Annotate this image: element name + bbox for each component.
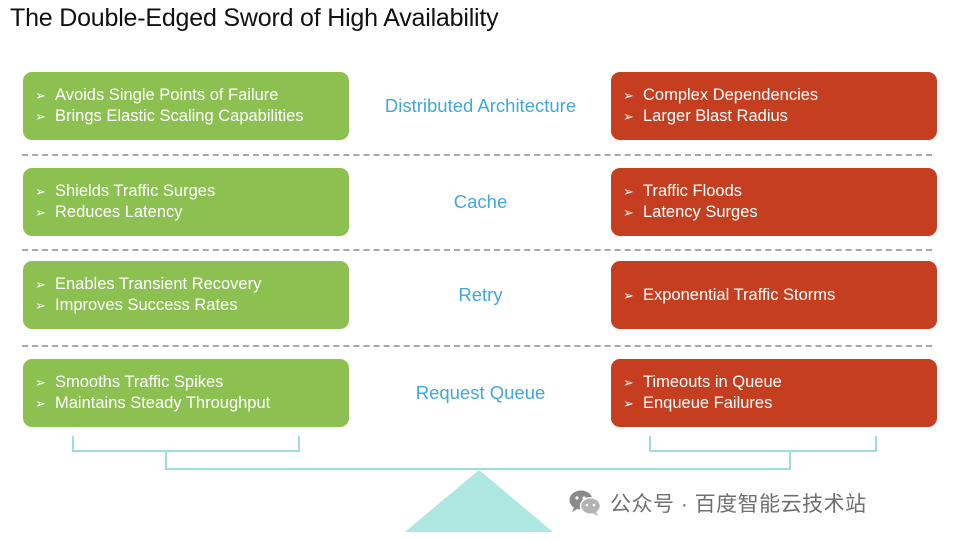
row-label: Cache [453,191,508,212]
cons-box: ➢Complex Dependencies ➢Larger Blast Radi… [611,72,937,140]
pro-item: ➢Improves Success Rates [35,296,238,314]
arrow-bullet-icon: ➢ [35,277,46,292]
arrow-bullet-icon: ➢ [35,298,46,313]
arrow-bullet-icon: ➢ [623,205,634,220]
pro-item: ➢Shields Traffic Surges [35,182,216,200]
con-item: ➢Enqueue Failures [623,394,773,412]
pro-item: ➢Smooths Traffic Spikes [35,373,224,391]
con-item: ➢Latency Surges [623,203,758,221]
arrow-bullet-icon: ➢ [35,375,46,390]
arrow-bullet-icon: ➢ [623,375,634,390]
row-label: Distributed Architecture [384,95,577,116]
arrow-bullet-icon: ➢ [623,396,634,411]
con-item: ➢Complex Dependencies [623,86,819,104]
diagram-title: The Double-Edged Sword of High Availabil… [10,4,499,32]
arrow-bullet-icon: ➢ [35,184,46,199]
arrow-bullet-icon: ➢ [623,109,634,124]
row-label: Retry [458,284,503,305]
arrow-bullet-icon: ➢ [623,287,634,303]
cons-box: ➢Exponential Traffic Storms [611,261,937,329]
pros-box: ➢Avoids Single Points of Failure ➢Brings… [23,72,349,140]
pro-item: ➢Brings Elastic Scaling Capabilities [35,107,304,125]
watermark-text: 公众号 · 百度智能云技术站 [610,493,867,516]
arrow-bullet-icon: ➢ [35,109,46,124]
row-retry: ➢Enables Transient Recovery ➢Improves Su… [0,261,960,331]
pros-box: ➢Enables Transient Recovery ➢Improves Su… [23,261,349,329]
right-pan-bracket [649,436,877,452]
left-pan-bracket [72,436,300,452]
row-request-queue: ➢Smooths Traffic Spikes ➢Maintains Stead… [0,359,960,429]
con-item: ➢Timeouts in Queue [623,373,782,391]
arrow-bullet-icon: ➢ [35,396,46,411]
row-divider [22,249,932,251]
pros-box: ➢Smooths Traffic Spikes ➢Maintains Stead… [23,359,349,427]
pro-item: ➢Avoids Single Points of Failure [35,86,279,104]
wechat-icon [569,490,602,516]
row-divider [22,154,932,156]
scale-beam [165,451,791,470]
con-item: ➢Traffic Floods [623,182,743,200]
pro-item: ➢Maintains Steady Throughput [35,394,271,412]
cons-box: ➢Timeouts in Queue ➢Enqueue Failures [611,359,937,427]
pro-item: ➢Enables Transient Recovery [35,275,262,293]
con-item: ➢Larger Blast Radius [623,107,788,125]
arrow-bullet-icon: ➢ [35,205,46,220]
row-cache: ➢Shields Traffic Surges ➢Reduces Latency… [0,168,960,238]
fulcrum-triangle [405,470,553,532]
con-item: ➢Exponential Traffic Storms [623,285,836,304]
cons-box: ➢Traffic Floods ➢Latency Surges [611,168,937,236]
row-distributed-architecture: ➢Avoids Single Points of Failure ➢Brings… [0,72,960,142]
arrow-bullet-icon: ➢ [623,184,634,199]
row-label: Request Queue [415,382,546,403]
row-divider [22,345,932,347]
pro-item: ➢Reduces Latency [35,203,183,221]
arrow-bullet-icon: ➢ [623,88,634,103]
arrow-bullet-icon: ➢ [35,88,46,103]
watermark: 公众号 · 百度智能云技术站 [568,487,867,519]
pros-box: ➢Shields Traffic Surges ➢Reduces Latency [23,168,349,236]
